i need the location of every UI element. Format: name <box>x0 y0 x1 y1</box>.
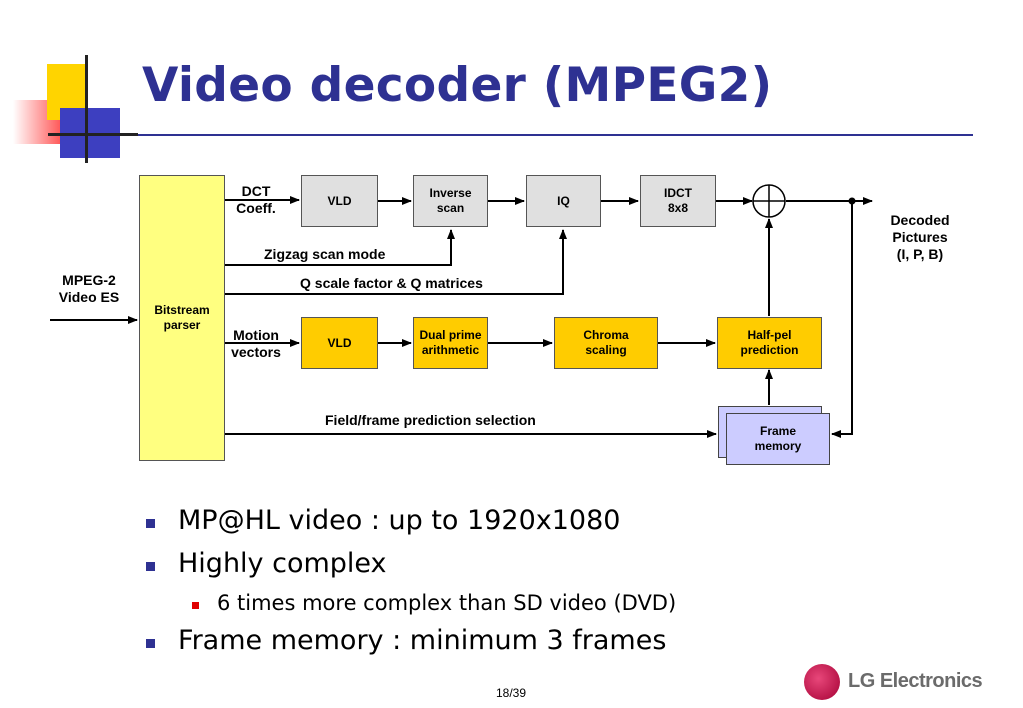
page-number: 18/39 <box>496 686 527 700</box>
title-underline <box>48 134 973 136</box>
decor-horizontal-line <box>48 133 138 136</box>
dual-prime-block: Dual prime arithmetic <box>413 317 488 369</box>
fieldframe-label: Field/frame prediction selection <box>325 412 536 428</box>
bullet-square-icon <box>146 639 155 648</box>
halfpel-prediction-block: Half-pel prediction <box>717 317 822 369</box>
adder-icon <box>752 184 786 218</box>
arrow-zigzag <box>225 229 455 266</box>
inverse-scan-block: Inverse scan <box>413 175 488 227</box>
qscale-label: Q scale factor & Q matrices <box>300 275 483 291</box>
slide-title: Video decoder (MPEG2) <box>142 58 773 113</box>
zigzag-label: Zigzag scan mode <box>264 246 386 262</box>
frame-memory-block: Frame memory <box>726 413 830 465</box>
arrow-qscale <box>225 229 567 295</box>
chroma-scaling-block: Chroma scaling <box>554 317 658 369</box>
vld-block-top: VLD <box>301 175 378 227</box>
vld-block-bottom: VLD <box>301 317 378 369</box>
decor-vertical-line <box>85 55 88 163</box>
bitstream-parser-block: Bitstream parser <box>139 175 225 461</box>
iq-block: IQ <box>526 175 601 227</box>
lg-logo-icon <box>804 664 840 700</box>
lg-logo-text: LG Electronics <box>848 670 983 692</box>
junction-dot <box>848 197 856 205</box>
arrow-feedback <box>831 201 853 438</box>
bullet-square-icon <box>146 519 155 528</box>
sub-bullet-square-icon <box>192 602 199 609</box>
bullet-square-icon <box>146 562 155 571</box>
